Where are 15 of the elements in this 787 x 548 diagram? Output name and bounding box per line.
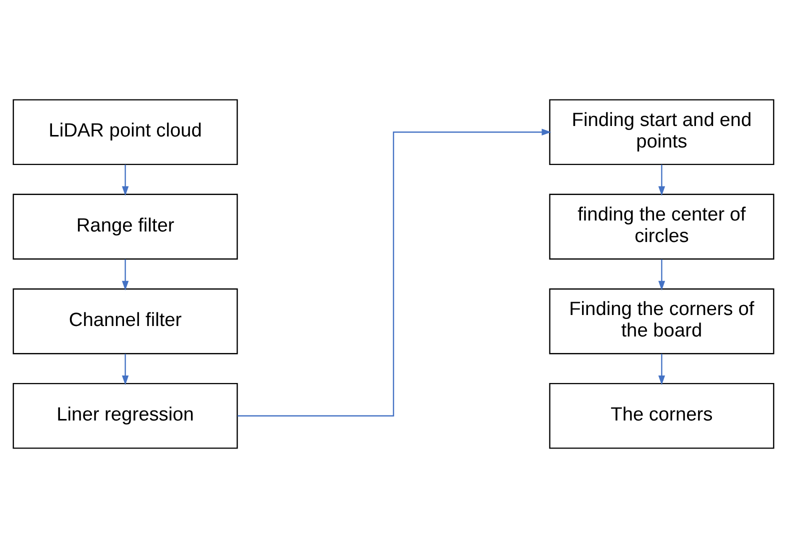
node-box: The corners [549,382,774,449]
node-box: Finding the corners of the board [549,288,774,354]
arrow [658,164,666,196]
node-box: finding the center of circles [549,194,774,260]
arrow [238,128,552,416]
node-box: Range filter [12,194,238,260]
arrow [122,259,129,290]
node-box: Liner regression [12,382,238,449]
arrow [122,354,129,386]
arrow [658,354,666,386]
node-box: Channel filter [12,288,238,354]
node-box: Finding start and end points [549,99,774,166]
arrow [122,164,129,196]
arrow [658,259,666,290]
node-box: LiDAR point cloud [12,99,238,166]
